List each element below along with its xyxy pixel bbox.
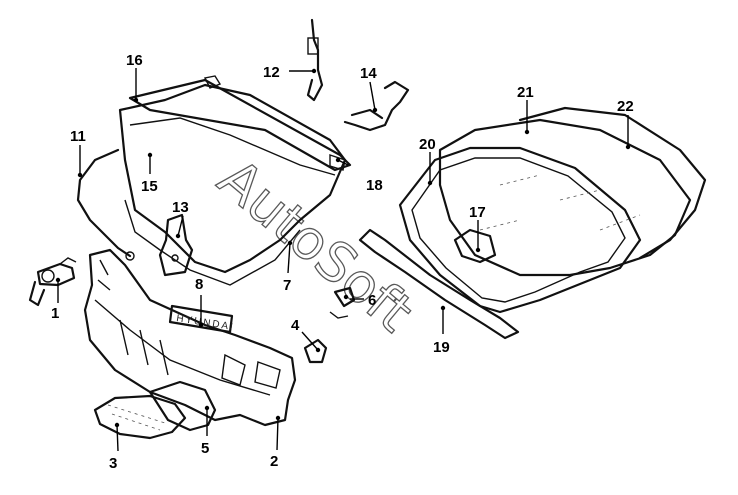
part-release-cable (76, 148, 135, 261)
callout-16: 16 (126, 52, 143, 69)
callout-17: 17 (469, 204, 486, 221)
part-reinforcement (148, 380, 217, 432)
part-rear-panel (83, 248, 297, 427)
leader-lines (55, 68, 631, 452)
callout-8: 8 (195, 276, 203, 293)
part-trunk-lid (118, 75, 352, 286)
part-latch (158, 213, 194, 277)
callout-5: 5 (201, 440, 209, 457)
callout-20: 20 (419, 136, 436, 153)
callout-21: 21 (517, 84, 534, 101)
callout-7: 7 (283, 277, 291, 294)
callout-11: 11 (70, 128, 86, 145)
part-striker (303, 338, 328, 364)
part-spoiler (453, 228, 497, 264)
callout-13: 13 (172, 199, 189, 216)
part-support-rod (306, 18, 324, 102)
callout-14: 14 (360, 65, 377, 82)
callout-6: 6 (368, 292, 376, 309)
part-lock-cylinder (28, 257, 77, 307)
callout-2: 2 (270, 453, 278, 470)
part-weatherstrip (518, 106, 707, 260)
callout-19: 19 (433, 339, 450, 356)
callout-18: 18 (366, 177, 383, 194)
part-hinge-small (329, 286, 356, 319)
part-trim-cover (93, 394, 187, 440)
callout-1: 1 (51, 305, 59, 322)
callout-3: 3 (109, 455, 117, 472)
callout-22: 22 (617, 98, 634, 115)
part-liftgate-seal (358, 228, 520, 340)
callout-15: 15 (141, 178, 158, 195)
part-hinge (343, 80, 410, 132)
part-liftgate-glass (438, 118, 692, 277)
callout-labels: 1 2 3 4 5 6 7 8 11 12 13 14 15 16 17 18 … (51, 52, 634, 472)
part-liftgate-frame (398, 146, 642, 314)
callout-12: 12 (263, 64, 280, 81)
part-emblem: HYUNDAI (168, 304, 236, 333)
callout-4: 4 (291, 317, 300, 334)
